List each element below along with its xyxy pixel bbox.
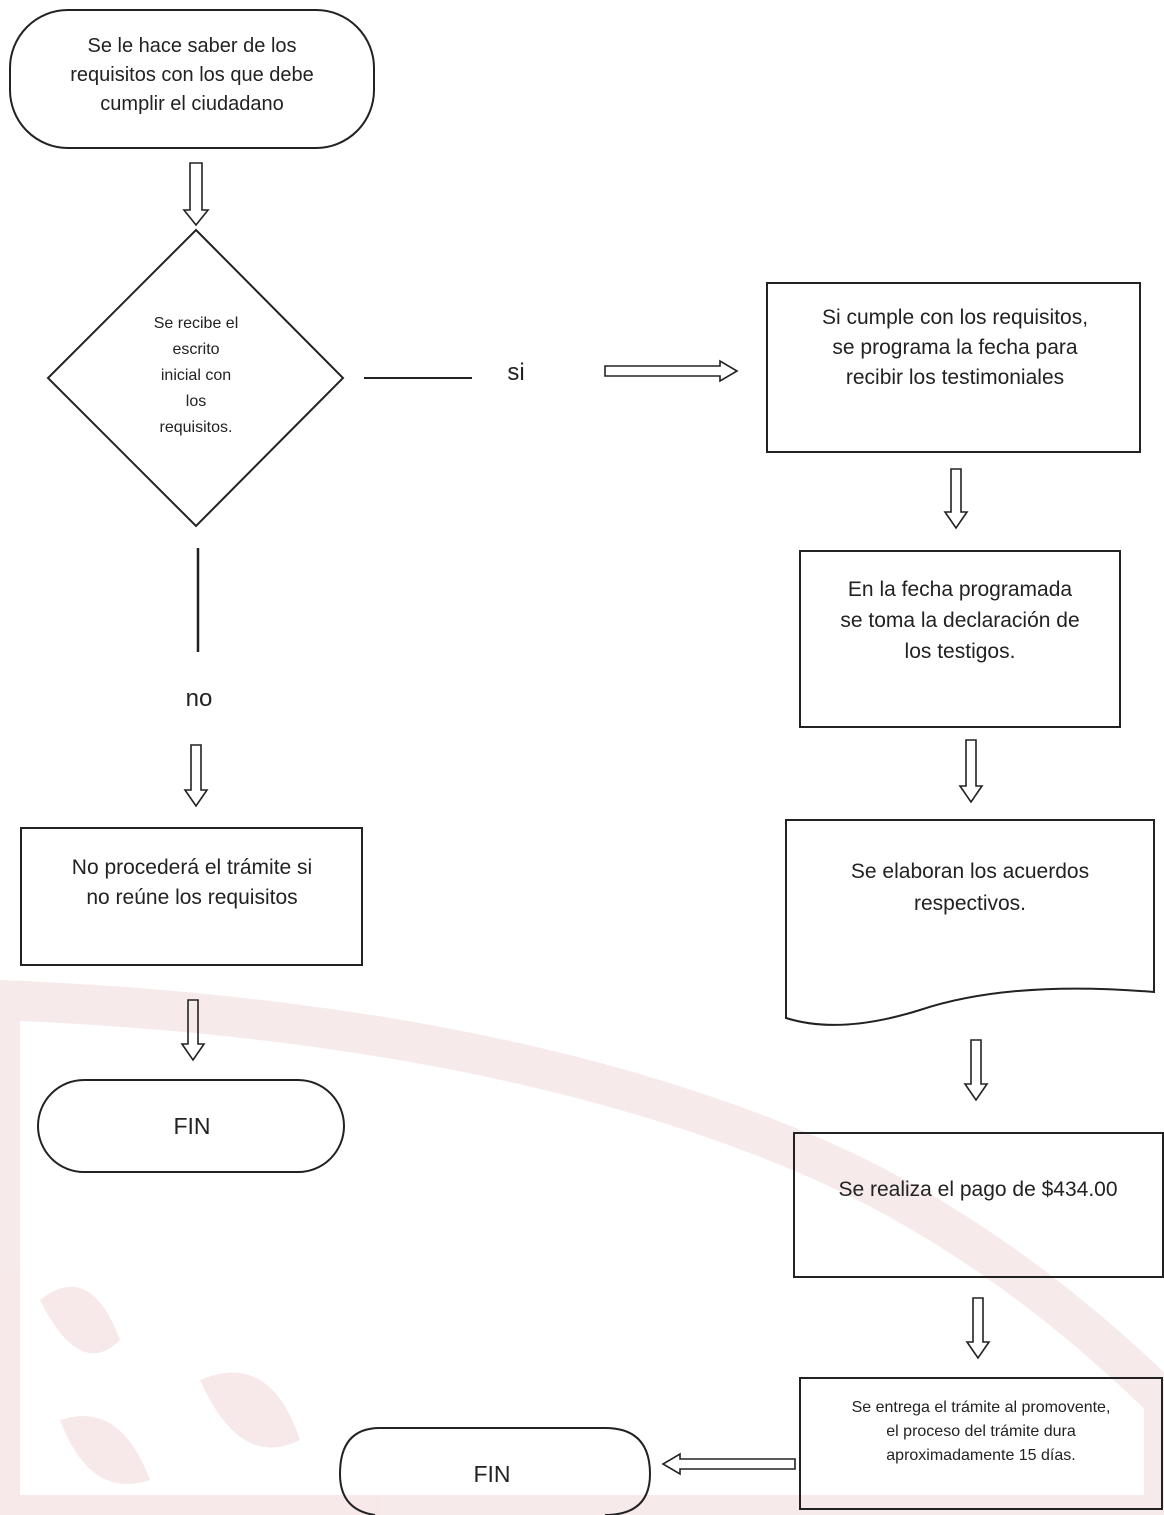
decision-text-line: requisitos. [160,419,233,436]
start-text-line: requisitos con los que debe [70,64,314,86]
watermark [0,979,1164,1515]
yes-box-text-line: recibir los testimoniales [846,366,1064,389]
decision-text-line: Se recibe el [154,315,239,332]
down-arrow-4 [963,1039,989,1102]
edge-label-no: no [186,685,213,712]
left-arrow-fin-right [661,1452,796,1476]
down-arrow-1 [182,162,210,227]
entrega-text-line: el proceso del trámite dura [886,1423,1076,1440]
decision-text-line: los [186,393,206,410]
yes-box [766,282,1141,453]
testigos-box [799,550,1121,728]
fin-right-text-line: FIN [473,1461,510,1487]
down-arrow-2 [943,468,969,530]
no-box [20,827,363,966]
acuerdos-text-line: Se elaboran los acuerdos [851,860,1089,883]
entrega-text-line: Se entrega el trámite al promovente, [852,1399,1111,1416]
testigos-text-line: En la fecha programada [848,578,1072,601]
fin-left-terminator [37,1079,345,1173]
yes-box-text-line: se programa la fecha para [832,336,1077,359]
no-box-text-line: No procederá el trámite si [72,856,312,879]
down-arrow-no [183,744,209,808]
entrega-box [799,1377,1163,1510]
down-arrow-5 [965,1297,991,1360]
fin-left-text-line: FIN [173,1113,210,1139]
no-box-text-line: no reúne los requisitos [86,886,297,909]
decision-text-line: inicial con [161,367,231,384]
yes-box-text-line: Si cumple con los requisitos, [822,306,1088,329]
pago-box [793,1132,1164,1278]
pago-text-line: Se realiza el pago de $434.00 [838,1178,1117,1201]
fin-right-terminator [338,1427,652,1515]
start-text-line: cumplir el ciudadano [100,93,283,115]
decision-diamond [46,228,345,528]
entrega-text-line: aproximadamente 15 días. [886,1447,1075,1464]
acuerdos-document [785,819,1155,1026]
start-text-line: Se le hace saber de los [87,35,296,57]
acuerdos-text-line: respectivos. [914,892,1026,915]
edge-label-yes: si [507,359,524,386]
decision-text-line: escrito [172,341,219,358]
down-arrow-fin-left [180,999,206,1062]
right-arrow-si [604,359,739,383]
start-terminator [9,9,375,149]
testigos-text-line: se toma la declaración de [840,609,1079,632]
down-arrow-3 [958,739,984,804]
testigos-text-line: los testigos. [905,640,1016,663]
